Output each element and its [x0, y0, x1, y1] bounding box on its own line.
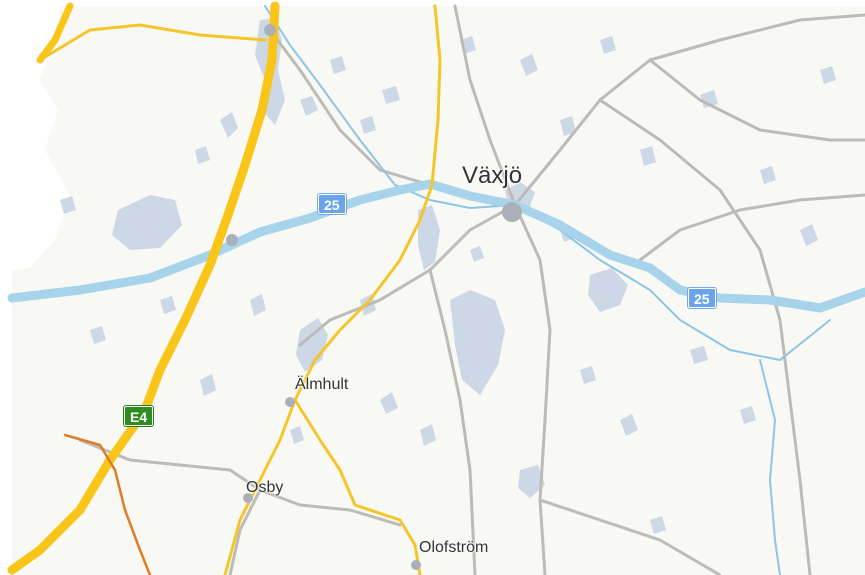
lake-west-large	[112, 195, 182, 250]
lake-south-vaxjo	[450, 290, 505, 395]
road-southeast	[538, 498, 722, 575]
place-label-olofstrom[interactable]: Olofström	[419, 539, 489, 556]
motorway-e4	[7, 1, 280, 575]
road-osby-south	[228, 488, 262, 575]
map-border-left	[0, 0, 12, 575]
lake-south	[518, 465, 545, 498]
place-label-vaxjo[interactable]: Växjö	[462, 162, 523, 189]
road-central-south	[428, 268, 477, 575]
lakes	[60, 18, 836, 534]
olofstrom-area	[411, 560, 421, 570]
motorway-northwest	[36, 2, 74, 64]
map-border-top	[0, 0, 865, 6]
place-label-almhult[interactable]: Älmhult	[295, 376, 349, 393]
road-east	[598, 98, 812, 575]
road-northeast	[648, 58, 865, 142]
railway-east	[599, 259, 831, 362]
vaxjo-area	[502, 202, 522, 222]
almhult-area	[285, 397, 295, 407]
railway-southeast	[759, 359, 781, 575]
town-areas	[226, 24, 522, 570]
road-east-2	[638, 193, 865, 262]
regional-road-north-south	[223, 4, 442, 575]
road-northwest	[268, 28, 432, 187]
road-vaxjo-north	[453, 4, 517, 207]
lake-east	[588, 268, 628, 312]
ljungby-area	[226, 234, 238, 246]
road-vaxjo-southwest	[298, 203, 517, 347]
lake-central	[418, 205, 440, 270]
road-shield-e4[interactable]: E4	[124, 406, 154, 426]
road-shield-25-east[interactable]: 25	[688, 288, 716, 308]
lake-almhult	[296, 318, 328, 372]
regional-road-northwest	[38, 23, 267, 62]
regional-roads	[38, 4, 442, 575]
road-shield-25-west[interactable]: 25	[318, 194, 346, 214]
north-town-area	[264, 24, 276, 36]
road-south	[78, 438, 402, 527]
road-vaxjo-south	[513, 203, 552, 575]
place-label-osby[interactable]: Osby	[246, 479, 284, 496]
sea-area	[12, 6, 70, 270]
osby-area	[243, 493, 253, 503]
minor-roads	[78, 4, 865, 575]
regional-road-olofstrom	[293, 398, 422, 575]
orange-road	[63, 433, 152, 575]
